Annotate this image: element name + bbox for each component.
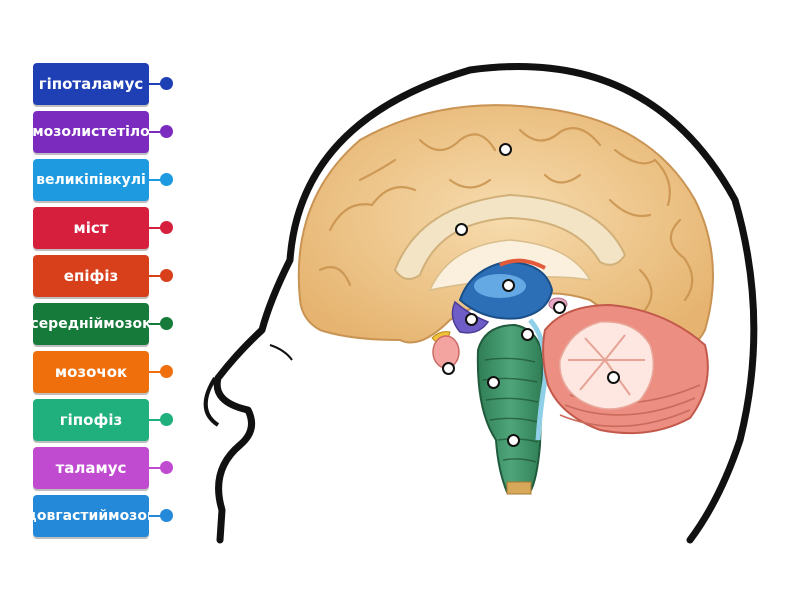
label-text: гіпофіз	[59, 410, 123, 429]
drop-target[interactable]	[502, 279, 515, 292]
drop-target[interactable]	[499, 143, 512, 156]
label-text: епіфіз	[63, 266, 119, 285]
connector-dot	[160, 509, 173, 522]
label-text: мозок	[108, 508, 157, 524]
label-tile-thalamus[interactable]: таламус	[33, 447, 149, 489]
label-tile-pituitary[interactable]: гіпофіз	[33, 399, 149, 441]
label-text: таламус	[55, 458, 127, 477]
label-tile-cerebellum[interactable]: мозочок	[33, 351, 149, 393]
drop-target[interactable]	[607, 371, 620, 384]
connector-line	[149, 83, 163, 85]
connector-dot	[160, 317, 173, 330]
connector-dot	[160, 125, 173, 138]
connector-dot	[160, 77, 173, 90]
connector-dot	[160, 269, 173, 282]
drop-target[interactable]	[553, 301, 566, 314]
label-tile-pons[interactable]: міст	[33, 207, 149, 249]
connector-line	[149, 419, 163, 421]
label-text: мозок	[103, 316, 152, 332]
brainstem	[476, 323, 545, 493]
label-text: великі	[36, 172, 89, 188]
label-text: півкулі	[88, 172, 146, 188]
label-tile-pineal[interactable]: епіфіз	[33, 255, 149, 297]
drop-target[interactable]	[465, 313, 478, 326]
drop-target[interactable]	[442, 362, 455, 375]
label-text: міст	[73, 218, 109, 237]
connector-line	[149, 371, 163, 373]
connector-dot	[160, 173, 173, 186]
connector-line	[149, 227, 163, 229]
label-text: гіпоталамус	[38, 74, 144, 93]
drop-target[interactable]	[455, 223, 468, 236]
label-text: мозочок	[54, 362, 128, 381]
label-text: мозолисте	[32, 124, 117, 140]
connector-line	[149, 131, 163, 133]
connector-dot	[160, 413, 173, 426]
label-text: середній	[30, 316, 104, 332]
connector-line	[149, 275, 163, 277]
drop-target[interactable]	[487, 376, 500, 389]
connector-line	[149, 179, 163, 181]
corpus-callosum	[393, 193, 627, 280]
drop-target[interactable]	[521, 328, 534, 341]
connector-dot	[160, 365, 173, 378]
connector-line	[149, 515, 163, 517]
label-tile-hypothalamus[interactable]: гіпоталамус	[33, 63, 149, 105]
connector-line	[149, 323, 163, 325]
label-text: довгастий	[25, 508, 109, 524]
connector-dot	[160, 461, 173, 474]
head-outline	[213, 63, 758, 544]
drop-target[interactable]	[507, 434, 520, 447]
label-text: тіло	[117, 124, 150, 140]
connector-line	[149, 467, 163, 469]
connector-dot	[160, 221, 173, 234]
